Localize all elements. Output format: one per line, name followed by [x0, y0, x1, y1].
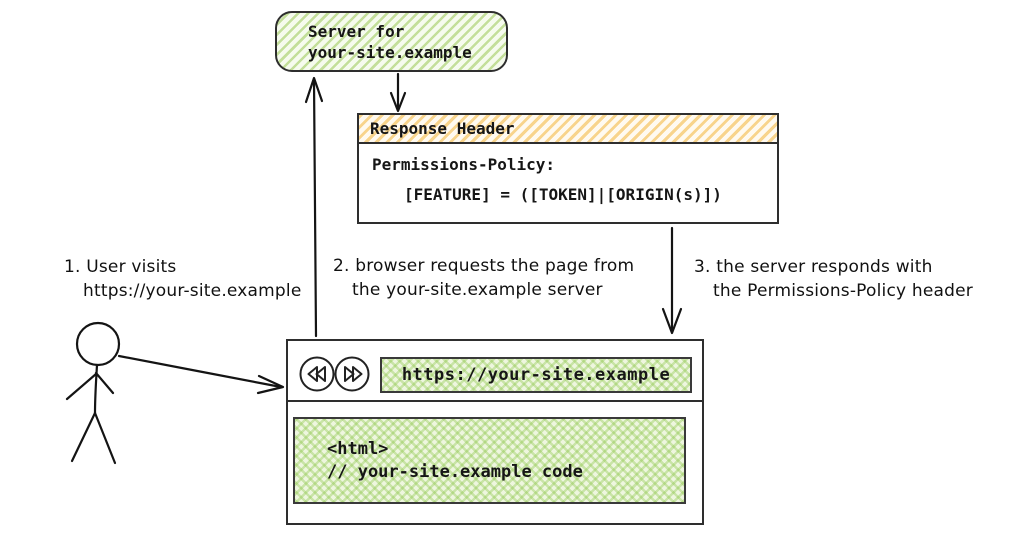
arrow-response-header-to-browser: [661, 226, 683, 335]
browser-toolbar: https://your-site.example: [288, 341, 702, 402]
code-line2: // your-site.example code: [327, 461, 583, 482]
annotation-step-1: 1. User visits https://your-site.example: [64, 255, 302, 303]
person-right-arm: [94, 371, 115, 395]
policy-line1: Permissions-Policy:: [372, 155, 556, 174]
response-header-body: Permissions-Policy: [FEATURE] = ([TOKEN]…: [359, 144, 777, 206]
response-header-box: Response Header Permissions-Policy: [FEA…: [357, 113, 779, 224]
response-header-titlebar: Response Header: [359, 115, 777, 144]
user-stick-figure: [65, 321, 121, 465]
server-label-line2: your-site.example: [308, 42, 472, 62]
server-label-line1: Server for: [308, 21, 405, 41]
response-header-title: Response Header: [370, 119, 515, 138]
annotation-1-line2: https://your-site.example: [83, 281, 302, 301]
annotation-step-3: 3. the server responds with the Permissi…: [694, 255, 973, 303]
policy-line2: [FEATURE] = ([TOKEN]|[ORIGIN(s)]): [404, 185, 722, 204]
arrow-server-to-response-header: [389, 72, 407, 113]
annotation-1-line1: 1. User visits: [64, 257, 177, 277]
browser-window: https://your-site.example <html> // your…: [286, 339, 704, 525]
browser-nav-buttons: [299, 356, 370, 392]
url-bar: https://your-site.example: [380, 357, 692, 393]
person-head: [75, 321, 121, 367]
back-icon: [299, 356, 335, 392]
forward-icon: [334, 356, 370, 392]
person-right-leg: [93, 411, 117, 465]
browser-content: <html> // your-site.example code: [293, 417, 686, 504]
url-text: https://your-site.example: [401, 365, 671, 385]
annotation-2-line1: 2. browser requests the page from: [333, 256, 635, 276]
code-line1: <html>: [327, 438, 389, 459]
server-box: Server for your-site.example: [275, 11, 508, 72]
person-left-arm: [65, 372, 98, 401]
arrow-browser-to-server: [304, 76, 324, 338]
person-left-leg: [70, 411, 97, 463]
annotation-2-line2: the your-site.example server: [352, 280, 603, 300]
person-body: [93, 363, 99, 415]
annotation-step-2: 2. browser requests the page from the yo…: [333, 254, 634, 302]
arrow-user-to-browser: [117, 354, 285, 395]
annotation-3-line2: the Permissions-Policy header: [713, 281, 973, 301]
annotation-3-line1: 3. the server responds with: [694, 257, 933, 277]
